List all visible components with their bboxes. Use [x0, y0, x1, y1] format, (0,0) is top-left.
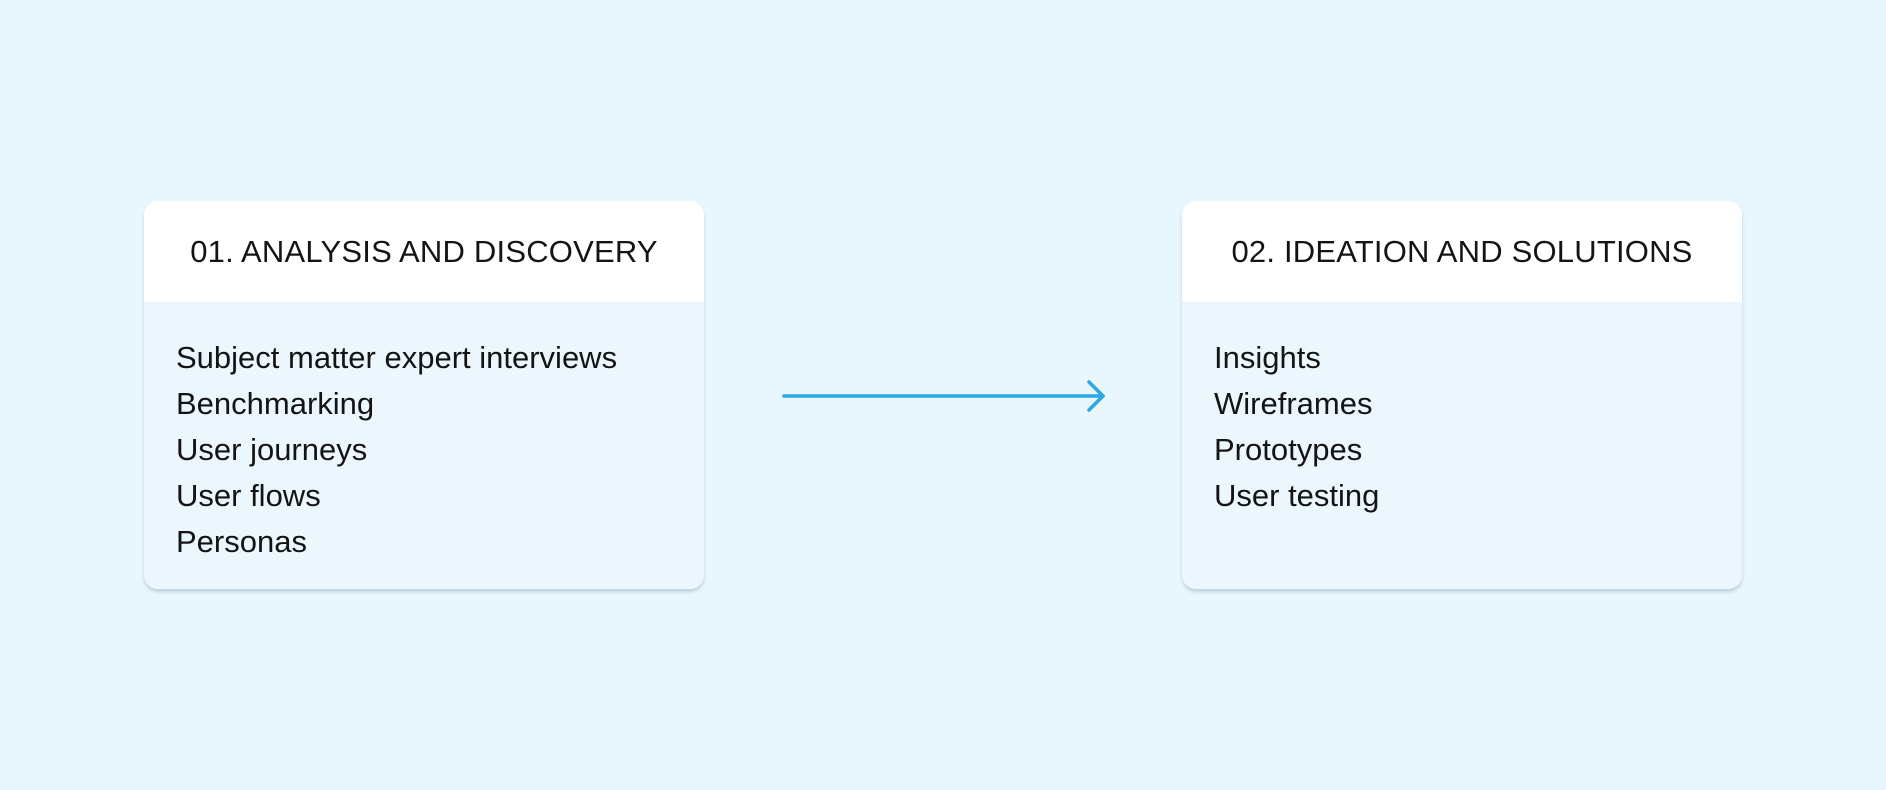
- stage-title: 02. IDEATION AND SOLUTIONS: [1231, 233, 1693, 269]
- stage-card-ideation: 02. IDEATION AND SOLUTIONS Insights Wire…: [1182, 201, 1742, 589]
- stage-header: 01. ANALYSIS AND DISCOVERY: [144, 201, 704, 302]
- stage-item: User testing: [1214, 478, 1380, 513]
- stage-item: User flows: [176, 478, 321, 513]
- stage-item: User journeys: [176, 432, 368, 467]
- stage-item: Insights: [1214, 340, 1321, 375]
- flow-arrow-icon: [782, 380, 1105, 412]
- stage-item: Wireframes: [1214, 386, 1373, 421]
- stage-item: Prototypes: [1214, 432, 1363, 467]
- flow-arrow-head: [1087, 380, 1105, 412]
- stage-item: Subject matter expert interviews: [176, 340, 618, 375]
- stage-header: 02. IDEATION AND SOLUTIONS: [1182, 201, 1742, 302]
- stage-title: 01. ANALYSIS AND DISCOVERY: [190, 233, 658, 269]
- stage-body: Subject matter expert interviews Benchma…: [144, 302, 704, 589]
- stage-card-analysis: 01. ANALYSIS AND DISCOVERY Subject matte…: [144, 201, 704, 589]
- stage-item: Personas: [176, 524, 307, 559]
- stage-body: Insights Wireframes Prototypes User test…: [1182, 302, 1742, 589]
- stage-item: Benchmarking: [176, 386, 375, 421]
